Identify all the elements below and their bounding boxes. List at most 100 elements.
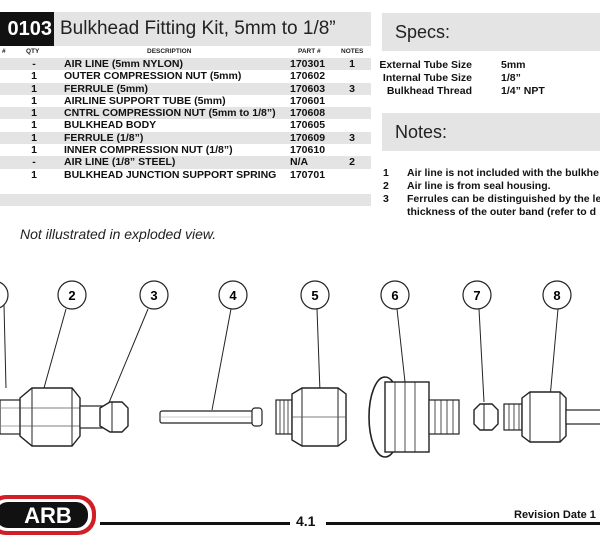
part-bulkhead-body	[368, 376, 460, 458]
exploded-view-footnote: Not illustrated in exploded view.	[20, 226, 217, 242]
description-cell: BULKHEAD BODY	[64, 119, 157, 132]
part-cell: N/A	[290, 156, 309, 169]
table-row: 1 OUTER COMPRESSION NUT (5mm) 170602	[0, 70, 371, 82]
note-text: thickness of the outer band (refer to d	[407, 206, 597, 218]
qty-cell: 1	[31, 119, 37, 132]
description-cell: FERRULE (1/8”)	[64, 131, 144, 144]
callout-label: 4	[229, 288, 237, 303]
note-number: 1	[383, 167, 389, 179]
notes-heading: Notes:	[382, 113, 600, 151]
table-bottom-band	[0, 194, 371, 206]
callout-label: 3	[150, 288, 157, 303]
description-cell: FERRULE (5mm)	[64, 82, 149, 95]
note-cell: 1	[349, 58, 355, 70]
table-row: - AIR LINE (1/8” STEEL) N/A 2	[0, 156, 371, 169]
table-row: 1 FERRULE (5mm) 170603 3	[0, 82, 371, 95]
revision-date: Revision Date 1	[514, 509, 596, 521]
callout-partial	[0, 281, 9, 389]
specs-list: External Tube Size 5mm Internal Tube Size…	[379, 59, 600, 98]
part-outer-compression-nut	[19, 387, 103, 447]
qty-cell: -	[32, 58, 36, 70]
note-cell: 2	[349, 156, 355, 169]
description-cell: CNTRL COMPRESSION NUT (5mm to 1/8”)	[64, 107, 276, 120]
callout-label: 6	[391, 288, 398, 303]
part-ferrule-5mm	[99, 401, 129, 433]
note-item: 3 Ferrules can be distinguished by the le	[382, 193, 600, 206]
footer-rule-left	[100, 522, 290, 525]
qty-cell: 1	[31, 131, 37, 144]
part-cell: 170608	[290, 107, 326, 120]
exploded-view-drawing: 2 3 4 5 6 7 8	[0, 280, 600, 458]
qty-cell: 1	[31, 107, 37, 120]
description-cell: OUTER COMPRESSION NUT (5mm)	[64, 70, 242, 83]
description-cell: AIR LINE (1/8” STEEL)	[64, 156, 176, 169]
page-number: 4.1	[296, 513, 316, 529]
spec-row: Internal Tube Size 1/8”	[382, 72, 600, 85]
arb-logo: ARB	[0, 491, 100, 539]
qty-cell: 1	[31, 82, 37, 95]
part-cell: 170610	[290, 144, 326, 157]
spec-label: External Tube Size	[379, 59, 472, 71]
note-number: 3	[383, 193, 389, 205]
title-bar	[0, 12, 371, 46]
header-item: #	[2, 48, 6, 55]
part-central-compression-nut	[275, 387, 347, 447]
note-text: Air line is from seal housing.	[407, 180, 551, 192]
logo-text: ARB	[24, 503, 72, 528]
qty-cell: -	[32, 156, 36, 169]
part-inner-compression-nut	[503, 391, 567, 443]
qty-cell: 1	[31, 144, 37, 157]
description-cell: AIRLINE SUPPORT TUBE (5mm)	[64, 94, 226, 107]
part-cell: 170301	[290, 58, 326, 70]
note-number: 2	[383, 180, 389, 192]
header-part: PART #	[298, 48, 321, 55]
qty-cell: 1	[31, 168, 37, 181]
note-text: Ferrules can be distinguished by the le	[407, 193, 600, 205]
callout-6: 6	[380, 280, 410, 383]
part-air-line-steel	[565, 409, 600, 425]
note-cell: 3	[349, 131, 355, 144]
note-item: thickness of the outer band (refer to d	[382, 206, 600, 219]
table-row: 1 BULKHEAD JUNCTION SUPPORT SPRING 170701	[0, 169, 371, 181]
note-cell: 3	[349, 82, 355, 95]
kit-part-number: 0103	[0, 12, 54, 46]
header-description: DESCRIPTION	[147, 48, 192, 55]
callout-3: 3	[107, 280, 169, 406]
callout-label: 7	[473, 288, 480, 303]
table-row: 1 INNER COMPRESSION NUT (1/8”) 170610	[0, 144, 371, 156]
callout-label: 5	[311, 288, 318, 303]
part-ferrule-1-8	[473, 403, 499, 431]
qty-cell: 1	[31, 94, 37, 107]
part-cell: 170603	[290, 82, 326, 95]
footer-rule-right	[326, 522, 600, 525]
callout-label: 8	[553, 288, 560, 303]
part-cell: 170609	[290, 131, 326, 144]
specs-heading: Specs:	[382, 13, 600, 51]
callout-5: 5	[300, 280, 330, 393]
table-row: 1 CNTRL COMPRESSION NUT (5mm to 1/8”) 1706…	[0, 107, 371, 120]
spec-value: 1/8”	[501, 72, 521, 84]
header-qty: QTY	[26, 48, 40, 55]
part-support-tube	[159, 407, 263, 427]
spec-label: Internal Tube Size	[382, 72, 472, 84]
part-cell: 170602	[290, 70, 326, 83]
callout-4: 4	[211, 280, 248, 411]
callout-label: 2	[68, 288, 75, 303]
description-cell: BULKHEAD JUNCTION SUPPORT SPRING	[64, 168, 277, 181]
spec-label: Bulkhead Thread	[386, 85, 472, 97]
part-cell: 170701	[290, 168, 326, 181]
spec-value: 5mm	[501, 59, 526, 71]
table-row: 1 FERRULE (1/8”) 170609 3	[0, 131, 371, 145]
description-cell: INNER COMPRESSION NUT (1/8”)	[64, 144, 233, 157]
header-notes: NOTES	[341, 48, 364, 55]
spec-row: External Tube Size 5mm	[379, 59, 600, 72]
callout-8: 8	[542, 280, 572, 399]
note-item: 2 Air line is from seal housing.	[382, 180, 600, 193]
qty-cell: 1	[31, 70, 37, 83]
